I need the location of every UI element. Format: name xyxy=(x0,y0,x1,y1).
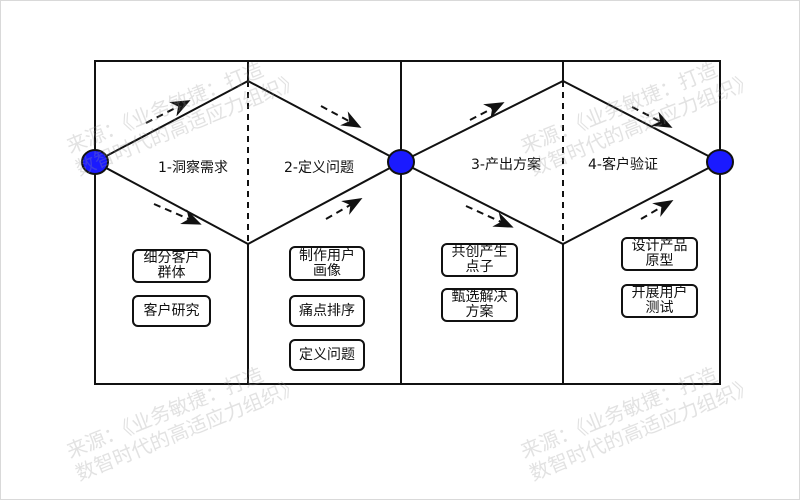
activity-box: 甄选解决方案 xyxy=(441,288,518,322)
arrow-icon xyxy=(469,102,505,121)
phase-2-label: 2-定义问题 xyxy=(284,160,354,176)
phase-1-label: 1-洞察需求 xyxy=(158,160,228,176)
arrow-icon xyxy=(325,198,363,220)
arrow-icon xyxy=(153,203,202,225)
activity-box: 开展用户测试 xyxy=(621,284,698,318)
node-end xyxy=(706,149,734,175)
activity-box: 细分客户群体 xyxy=(132,249,211,283)
diamond-2 xyxy=(398,79,723,246)
phase-3-label: 3-产出方案 xyxy=(471,157,541,173)
flow-arrows xyxy=(145,100,674,228)
arrow-icon xyxy=(465,205,514,228)
outer-frame xyxy=(94,60,721,385)
activity-box: 共创产生点子 xyxy=(441,243,518,277)
phase-4-label: 4-客户验证 xyxy=(588,157,658,173)
arrow-icon xyxy=(631,106,673,128)
activity-box: 制作用户画像 xyxy=(289,246,365,281)
activity-box: 设计产品原型 xyxy=(621,237,698,271)
activity-box: 痛点排序 xyxy=(289,295,365,327)
node-middle xyxy=(387,149,415,175)
arrow-icon xyxy=(640,199,674,220)
activity-box: 客户研究 xyxy=(132,295,211,327)
arrow-icon xyxy=(145,100,191,124)
node-start xyxy=(81,149,109,175)
activity-box: 定义问题 xyxy=(289,339,365,371)
